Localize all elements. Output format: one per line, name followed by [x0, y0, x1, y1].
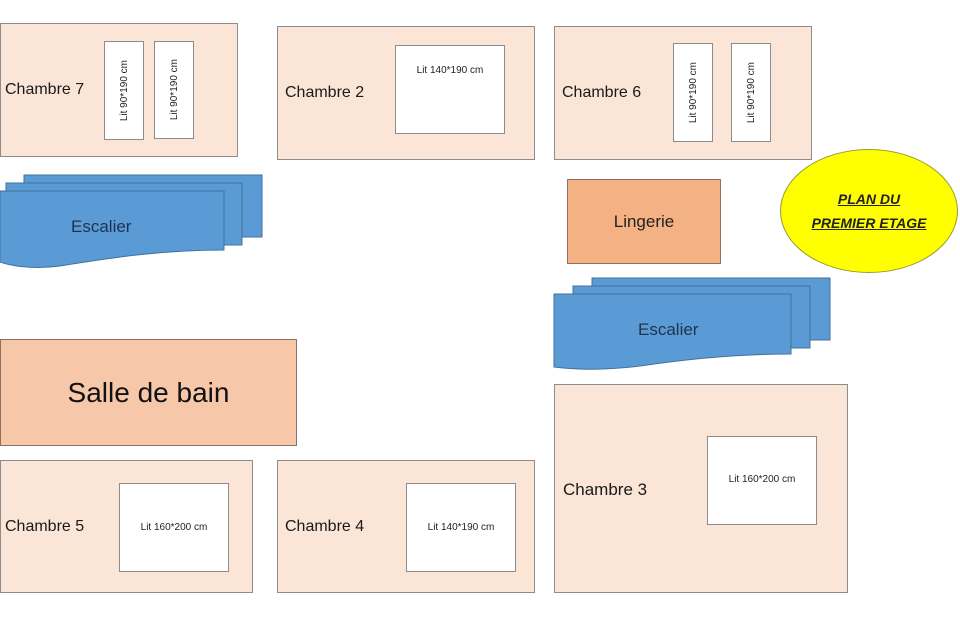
bed-label: Lit 160*200 cm	[728, 474, 796, 485]
stair-layer-front	[0, 190, 225, 268]
room-chambre-3: Chambre 3 Lit 160*200 cm	[554, 384, 848, 593]
staircase-left	[0, 174, 263, 268]
bed: Lit 140*190 cm	[406, 483, 516, 572]
bed-label: Lit 90*190 cm	[118, 59, 130, 122]
room-lingerie: Lingerie	[567, 179, 721, 264]
stair-label-left: Escalier	[71, 217, 132, 236]
bed: Lit 90*190 cm	[154, 41, 194, 139]
room-salle-de-bain: Salle de bain	[0, 339, 297, 446]
room-label: Salle de bain	[67, 376, 230, 408]
plan-title: PLAN DU PREMIER ETAGE	[780, 187, 958, 235]
bed-label: Lit 140*190 cm	[427, 522, 495, 533]
room-chambre-2: Chambre 2 Lit 140*190 cm	[277, 26, 535, 160]
bed-label: Lit 90*190 cm	[168, 59, 180, 121]
staircase-right	[553, 277, 831, 370]
room-label: Chambre 3	[563, 480, 648, 499]
title-line-2: PREMIER ETAGE	[811, 215, 927, 231]
room-chambre-4: Chambre 4 Lit 140*190 cm	[277, 460, 535, 593]
room-label: Chambre 2	[285, 84, 365, 101]
room-label: Lingerie	[613, 211, 675, 231]
title-line-1: PLAN DU	[837, 191, 901, 207]
room-chambre-5: Chambre 5 Lit 160*200 cm	[0, 460, 253, 593]
room-chambre-6: Chambre 6 Lit 90*190 cm Lit 90*190 cm	[554, 26, 812, 160]
bed-label: Lit 90*190 cm	[745, 61, 757, 124]
bed-label: Lit 90*190 cm	[687, 61, 699, 124]
bed: Lit 160*200 cm	[119, 483, 229, 572]
bed: Lit 160*200 cm	[707, 436, 817, 525]
stair-layer-front	[553, 293, 792, 370]
bed: Lit 140*190 cm	[395, 45, 505, 134]
bed: Lit 90*190 cm	[104, 41, 144, 140]
stair-label-right: Escalier	[638, 320, 699, 339]
title-ellipse	[780, 149, 958, 273]
room-label: Chambre 6	[562, 84, 642, 101]
room-chambre-7: Chambre 7 Lit 90*190 cm Lit 90*190 cm	[0, 23, 238, 157]
bed-label: Lit 140*190 cm	[416, 65, 484, 76]
bed: Lit 90*190 cm	[673, 43, 713, 142]
bed-label: Lit 160*200 cm	[140, 522, 208, 533]
room-label: Chambre 4	[285, 518, 365, 535]
bed: Lit 90*190 cm	[731, 43, 771, 142]
room-label: Chambre 5	[5, 518, 85, 535]
room-label: Chambre 7	[5, 81, 85, 98]
